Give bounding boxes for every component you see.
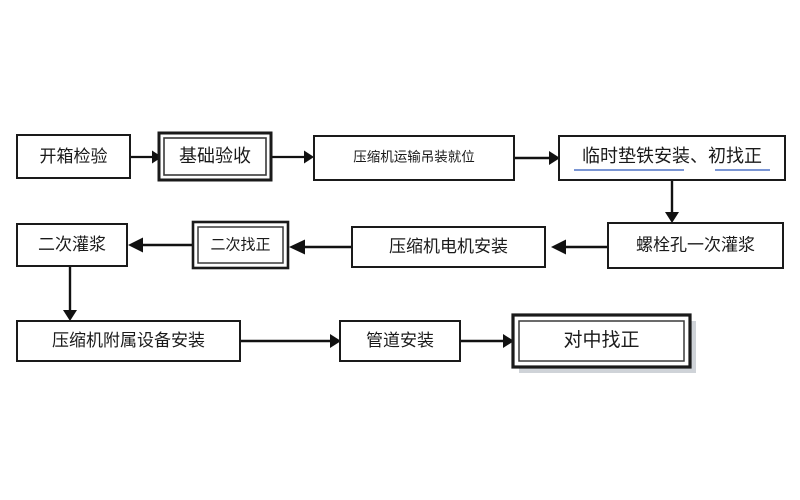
node-label-erci-zhaozheng: 二次找正 [210,236,270,253]
node-dianji-anzhuang[interactable]: 压缩机电机安装 [351,226,546,268]
node-label-duizhong-zhaozheng: 对中找正 [563,329,639,351]
node-label-kaixiang-jianyan: 开箱检验 [40,147,108,166]
node-erci-zhaozheng[interactable]: 二次找正 [191,220,290,270]
edge-fushu-to-guandao [240,334,341,348]
edge-erci-guanjiang-to-fushu [63,266,77,321]
node-erci-guanjiang[interactable]: 二次灌浆 [16,223,128,267]
node-fushu-shebei-anzhuang[interactable]: 压缩机附属设备安装 [16,320,241,362]
edge-yunshu-to-linshi [514,151,560,165]
node-linshi-dietie[interactable]: 临时垫铁安装、初找正 [558,135,786,181]
node-label-yunshu-diaozhuang: 压缩机运输吊装就位 [353,150,475,165]
node-label-guandao-anzhuang: 管道安装 [366,331,434,350]
node-label-linshi-dietie: 临时垫铁安装、初找正 [582,146,762,166]
node-label-erci-guanjiang: 二次灌浆 [38,235,106,254]
node-label-jichu-yanshou: 基础验收 [179,146,251,166]
edge-kaixiang-to-jichu [130,150,162,164]
edge-dianji-to-erci-zhaozheng [289,239,352,255]
node-yunshu-diaozhuang[interactable]: 压缩机运输吊装就位 [313,135,515,181]
edge-jichu-to-yunshu [271,150,314,164]
node-kaixiang-jianyan[interactable]: 开箱检验 [16,134,131,179]
node-guandao-anzhuang[interactable]: 管道安装 [339,320,461,362]
node-label-luoshuankong-guanjiang: 螺栓孔一次灌浆 [636,235,755,254]
node-luoshuankong-guanjiang[interactable]: 螺栓孔一次灌浆 [607,222,784,269]
node-label-dianji-anzhuang: 压缩机电机安装 [389,237,508,256]
node-duizhong-zhaozheng[interactable]: 对中找正 [511,313,696,373]
edge-erci-zhaozheng-to-erci-guanjiang [128,237,193,253]
node-jichu-yanshou[interactable]: 基础验收 [157,131,273,182]
node-label-fushu-shebei-anzhuang: 压缩机附属设备安装 [52,331,205,350]
edge-luoshuan-to-dianji [551,239,608,255]
edge-guandao-to-duizhong [460,334,514,348]
connector-group [63,150,679,348]
edge-linshi-to-luoshuan [665,180,679,223]
